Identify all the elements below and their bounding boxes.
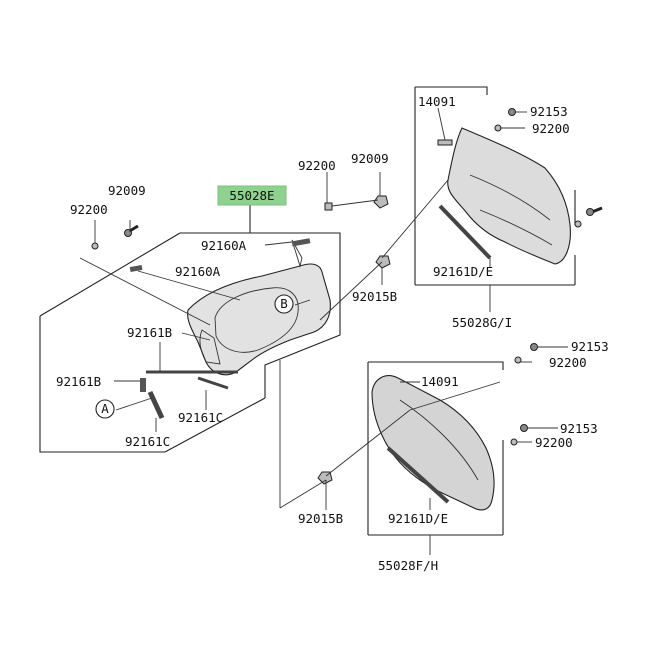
label-92200-top[interactable]: 92200 (532, 121, 570, 136)
fasteners (91, 108, 603, 485)
label-92200-low[interactable]: 92200 (535, 435, 573, 450)
label-92161de-top[interactable]: 92161D/E (433, 264, 493, 279)
callout-label-b: B (280, 296, 288, 311)
callout-circle-b (274, 294, 294, 314)
label-92160a-mid[interactable]: 92160A (175, 264, 221, 279)
highlight-box (217, 185, 287, 206)
label-14091-top[interactable]: 14091 (418, 94, 456, 109)
label-92009-center[interactable]: 92009 (351, 151, 389, 166)
left-group-frame (39, 232, 341, 453)
leader-lines (79, 107, 568, 555)
label-55028gi[interactable]: 55028G/I (452, 315, 512, 330)
label-92161de-low[interactable]: 92161D/E (388, 511, 448, 526)
label-55028fh[interactable]: 55028F/H (378, 558, 438, 573)
label-92200-center[interactable]: 92200 (298, 158, 336, 173)
label-92153-top[interactable]: 92153 (530, 104, 568, 119)
trim-strips (129, 204, 492, 504)
label-92009-left[interactable]: 92009 (108, 183, 146, 198)
upper-right-frame (414, 86, 576, 286)
label-92161c-bottom[interactable]: 92161C (125, 434, 170, 449)
label-92153-mid[interactable]: 92153 (571, 339, 609, 354)
label-14091-mid[interactable]: 14091 (421, 374, 459, 389)
label-92161b-lower[interactable]: 92161B (56, 374, 101, 389)
lower-right-frame (367, 361, 504, 536)
label-92015b-top[interactable]: 92015B (352, 289, 397, 304)
label-92200-mid[interactable]: 92200 (549, 355, 587, 370)
part-label-highlight[interactable]: 55028E (229, 188, 274, 203)
label-92161b-upper[interactable]: 92161B (127, 325, 172, 340)
label-92153-low[interactable]: 92153 (560, 421, 598, 436)
label-92200-left[interactable]: 92200 (70, 202, 108, 217)
label-92015b-low[interactable]: 92015B (298, 511, 343, 526)
upper-side-panel (447, 127, 571, 265)
label-92161c-right[interactable]: 92161C (178, 410, 223, 425)
callout-circle-a (95, 399, 115, 419)
inner-fairing-part (187, 239, 331, 376)
label-92160a-top[interactable]: 92160A (201, 238, 247, 253)
callout-label-a: A (101, 401, 109, 416)
